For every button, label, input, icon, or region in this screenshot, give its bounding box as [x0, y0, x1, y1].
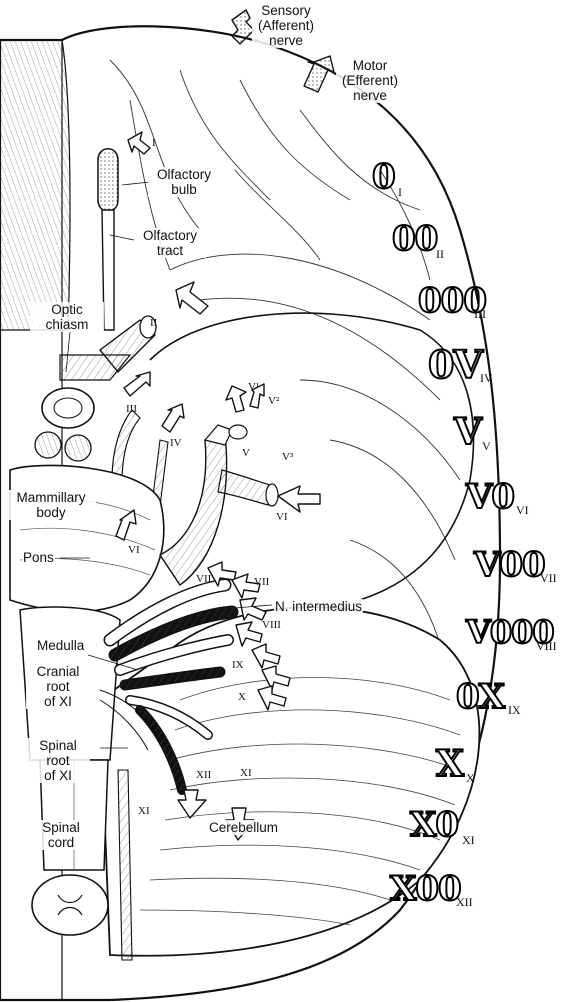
legend-sensory-line1: Sensory — [253, 3, 319, 18]
numeral-small-8: VIII — [536, 640, 557, 652]
numeral-small-3: III — [474, 308, 486, 320]
diagram-label-ix: IX — [232, 660, 244, 671]
mammillary-body-line1: Mammillary — [7, 490, 95, 505]
olfactory-tract-line2: tract — [135, 243, 205, 258]
diagram-label-x: X — [238, 692, 246, 703]
diagram-label-i: I — [152, 138, 156, 149]
diagram-label-ii: II — [150, 318, 157, 329]
spinal-root-xi-label: Spinal root of XI — [26, 738, 90, 783]
cerebellum-label: Cerebellum — [208, 820, 279, 835]
pons-label: Pons — [22, 550, 55, 565]
spinal-cord-line1: Spinal — [31, 820, 91, 835]
spinal-root-line1: Spinal — [27, 738, 89, 753]
mammillary-body-line2: body — [7, 505, 95, 520]
frontal-lobe-left — [0, 40, 70, 330]
numeral-big-9: 0X — [456, 680, 504, 714]
mammillary-right — [65, 435, 91, 461]
legend-sensory-line2: (Afferent) — [253, 18, 319, 33]
olfactory-tract-line1: Olfactory — [135, 228, 205, 243]
diagram-label-v: V — [242, 448, 250, 459]
n-intermedius-label: N. intermedius — [274, 599, 363, 614]
spinal-cord-section — [32, 875, 108, 935]
medulla-label: Medulla — [36, 638, 85, 653]
olfactory-bulb-line1: Olfactory — [149, 167, 219, 182]
mammillary-left — [35, 432, 61, 458]
olfactory-tract-label: Olfactory tract — [134, 228, 206, 258]
numeral-small-5: V — [482, 440, 491, 452]
numeral-big-11: X0 — [410, 808, 458, 842]
diagram-label-vi: VI — [276, 512, 288, 523]
pituitary — [42, 388, 94, 428]
pons-shape — [10, 465, 164, 611]
diagram-label-v1: V¹ — [248, 382, 259, 393]
numeral-small-10: X — [466, 772, 475, 784]
cranial-root-line3: of XI — [27, 694, 89, 709]
numeral-small-4: IV — [480, 372, 493, 384]
cranial-root-line2: root — [27, 679, 89, 694]
diagram-label-vii-b: VII — [254, 577, 269, 588]
mammillary-body-label: Mammillary body — [6, 490, 96, 520]
optic-chiasm-label: Optic chiasm — [30, 302, 104, 332]
diagram-label-iv: IV — [170, 438, 182, 449]
numeral-small-1: I — [398, 186, 402, 198]
spinal-cord-label: Spinal cord — [30, 820, 92, 850]
olfactory-bulb-label: Olfactory bulb — [148, 167, 220, 197]
optic-chiasm-line1: Optic — [31, 302, 103, 317]
legend-motor-line2: (Efferent) — [337, 73, 403, 88]
legend-sensory-line3: nerve — [253, 33, 319, 48]
numeral-small-7: VII — [540, 572, 557, 584]
optic-chiasm-line2: chiasm — [31, 317, 103, 332]
diagram-label-vii: VII — [196, 574, 211, 585]
diagram-label-xi-b: XI — [138, 806, 150, 817]
numeral-big-10: X — [436, 746, 463, 782]
olfactory-bulb-line2: bulb — [149, 182, 219, 197]
numeral-small-2: II — [436, 248, 444, 260]
diagram-label-xii: XII — [196, 770, 211, 781]
numeral-big-7: V00 — [474, 548, 545, 582]
spinal-cord-line2: cord — [31, 835, 91, 850]
numeral-big-6: V0 — [466, 480, 514, 514]
diagram-label-iii: III — [126, 404, 137, 415]
numeral-big-2: 00 — [392, 222, 437, 256]
cranial-root-xi-label: Cranial root of XI — [26, 664, 90, 709]
diagram-label-v2: V² — [268, 396, 279, 407]
numeral-big-4: 0V — [428, 346, 482, 384]
numeral-big-12: X00 — [390, 872, 461, 906]
legend-motor-label: Motor (Efferent) nerve — [336, 58, 404, 103]
olfactory-bulb — [98, 149, 118, 212]
cranial-root-line1: Cranial — [27, 664, 89, 679]
spinal-root-line2: root — [27, 753, 89, 768]
numeral-small-6: VI — [516, 504, 529, 516]
numeral-big-1: 0 — [372, 160, 395, 194]
spinal-root-line3: of XI — [27, 768, 89, 783]
numeral-small-9: IX — [508, 704, 521, 716]
numeral-small-11: XI — [462, 834, 475, 846]
diagram-label-viii: VIII — [262, 620, 281, 631]
numeral-small-12: XII — [456, 896, 473, 908]
diagram-label-v3: V³ — [282, 452, 293, 463]
legend-motor-line3: nerve — [337, 88, 403, 103]
legend-sensory-label: Sensory (Afferent) nerve — [252, 3, 320, 48]
legend-motor-line1: Motor — [337, 58, 403, 73]
numeral-big-5: V — [454, 414, 481, 450]
diagram-label-vi-pons: VI — [128, 545, 140, 556]
diagram-label-xi: XI — [240, 768, 252, 779]
